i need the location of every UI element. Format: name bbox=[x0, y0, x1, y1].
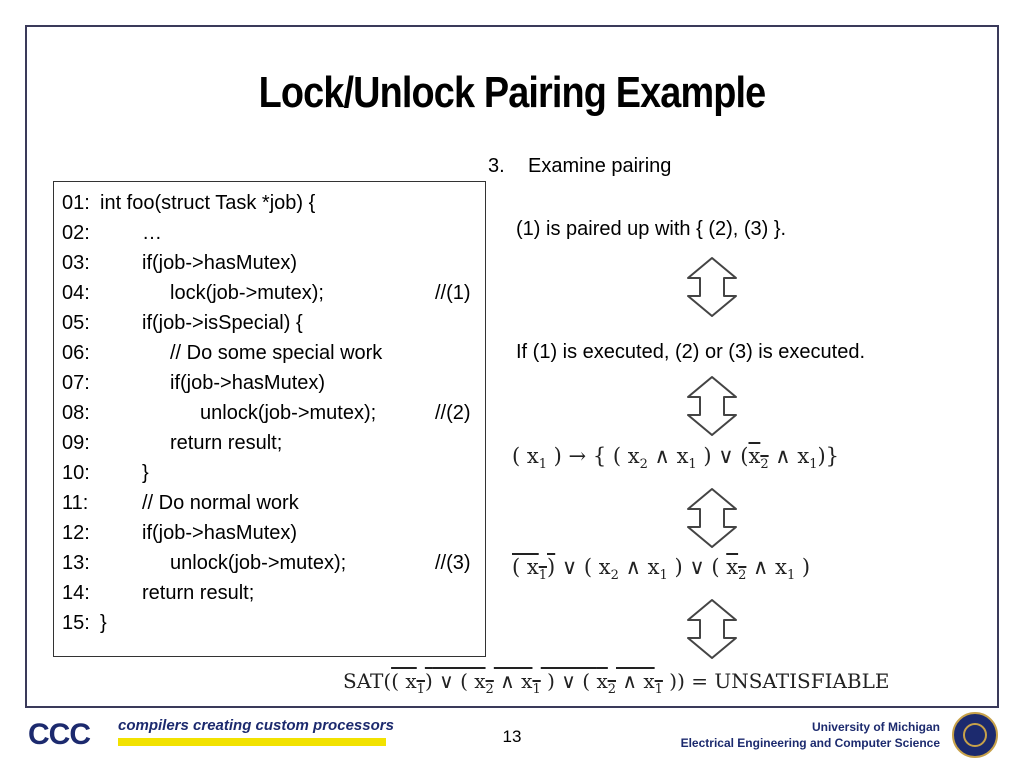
disjunction-formula: ( x1) ∨ ( x2 ∧ x1 ) ∨ ( x2 ∧ x1 ) bbox=[512, 555, 811, 584]
code-comment: //(3) bbox=[435, 552, 471, 574]
line-number: 02: bbox=[62, 222, 90, 244]
university-name: University of Michigan bbox=[811, 720, 940, 734]
line-number: 05: bbox=[62, 312, 90, 334]
line-number: 09: bbox=[62, 432, 90, 454]
line-number: 01: bbox=[62, 192, 90, 214]
implication-formula: ( x1 ) → { ( x2 ∧ x1 ) ∨ (x2 ∧ x1)} bbox=[512, 444, 840, 473]
slide-title: Lock/Unlock Pairing Example bbox=[258, 68, 767, 117]
code-text: lock(job->mutex); bbox=[170, 282, 324, 304]
line-number: 08: bbox=[62, 402, 90, 424]
code-text: if(job->hasMutex) bbox=[170, 372, 326, 394]
step-number: 3. bbox=[488, 155, 505, 177]
code-text: return result; bbox=[170, 432, 283, 454]
code-line: 06: // Do some special work bbox=[62, 338, 482, 368]
line-number: 11: bbox=[62, 492, 89, 514]
line-number: 12: bbox=[62, 522, 90, 544]
code-text: // Do some special work bbox=[170, 342, 383, 364]
code-text: unlock(job->mutex); bbox=[170, 552, 347, 574]
code-line: 14: return result; bbox=[62, 578, 482, 608]
sat-formula: SAT(( x1) ∨ ( x2 ∧ x1 ) ∨ ( x2 ∧ x1 )) =… bbox=[343, 669, 890, 697]
slide-frame bbox=[25, 25, 999, 708]
code-line: 09: return result; bbox=[62, 428, 482, 458]
line-number: 04: bbox=[62, 282, 90, 304]
code-text: } bbox=[142, 462, 149, 484]
code-line: 05: if(job->isSpecial) { bbox=[62, 308, 482, 338]
code-line: 04: lock(job->mutex); //(1) bbox=[62, 278, 482, 308]
line-number: 03: bbox=[62, 252, 90, 274]
code-line: 01: int foo(struct Task *job) { bbox=[62, 188, 482, 218]
line-number: 14: bbox=[62, 582, 90, 604]
code-line: 13: unlock(job->mutex); //(3) bbox=[62, 548, 482, 578]
double-arrow-icon bbox=[687, 599, 737, 659]
line-number: 13: bbox=[62, 552, 90, 574]
code-text: return result; bbox=[142, 582, 255, 604]
code-line: 11: // Do normal work bbox=[62, 488, 482, 518]
tagline: compilers creating custom processors bbox=[118, 717, 394, 734]
code-text: } bbox=[100, 612, 107, 634]
step-label: Examine pairing bbox=[528, 155, 672, 177]
tagline-bar bbox=[118, 738, 386, 746]
code-text: int foo(struct Task *job) { bbox=[100, 192, 316, 214]
executed-text: If (1) is executed, (2) or (3) is execut… bbox=[516, 341, 866, 363]
code-line: 12: if(job->hasMutex) bbox=[62, 518, 482, 548]
double-arrow-icon bbox=[687, 257, 737, 317]
ccc-logo: CCC compilers creating custom processors bbox=[28, 714, 394, 754]
department-name: Electrical Engineering and Computer Scie… bbox=[680, 736, 940, 750]
code-text: if(job->hasMutex) bbox=[142, 522, 298, 544]
double-arrow-icon bbox=[687, 376, 737, 436]
line-number: 15: bbox=[62, 612, 90, 634]
code-text: if(job->hasMutex) bbox=[142, 252, 298, 274]
code-line: 02: … bbox=[62, 218, 482, 248]
paired-text: (1) is paired up with { (2), (3) }. bbox=[516, 218, 787, 240]
code-comment: //(1) bbox=[435, 282, 471, 304]
double-arrow-icon bbox=[687, 488, 737, 548]
code-line: 03: if(job->hasMutex) bbox=[62, 248, 482, 278]
university-label: University of Michigan Electrical Engine… bbox=[681, 719, 940, 751]
line-number: 07: bbox=[62, 372, 90, 394]
code-listing: 01: int foo(struct Task *job) { 02: … 03: if(… bbox=[53, 181, 486, 657]
code-line: 15:} bbox=[62, 608, 482, 638]
code-line: 10:} bbox=[62, 458, 482, 488]
code-line: 07: if(job->hasMutex) bbox=[62, 368, 482, 398]
code-text: … bbox=[142, 222, 162, 244]
ccc-logo-icon: CCC bbox=[28, 718, 91, 751]
code-comment: //(2) bbox=[435, 402, 471, 424]
code-line: 08: unlock(job->mutex); //(2) bbox=[62, 398, 482, 428]
page-number: 13 bbox=[502, 727, 522, 746]
line-number: 06: bbox=[62, 342, 90, 364]
code-text: unlock(job->mutex); bbox=[200, 402, 377, 424]
code-text: // Do normal work bbox=[142, 492, 299, 514]
line-number: 10: bbox=[62, 462, 90, 484]
university-seal-icon bbox=[952, 712, 998, 758]
code-text: if(job->isSpecial) { bbox=[142, 312, 303, 334]
